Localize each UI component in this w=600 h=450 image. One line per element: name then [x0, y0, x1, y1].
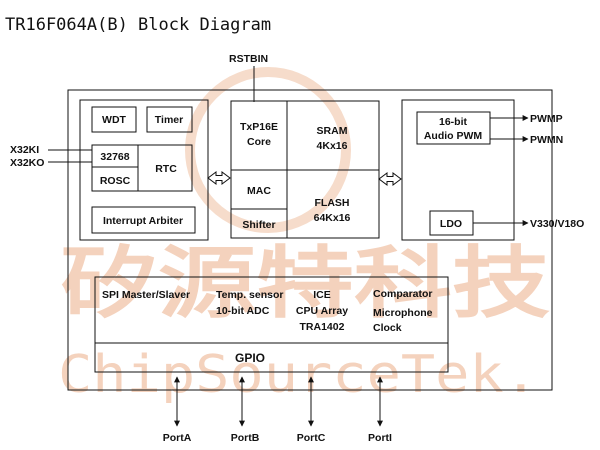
audio-pwm-box: [416, 111, 491, 145]
osc-32768-label: 32768: [100, 151, 129, 163]
portc-label: PortC: [297, 432, 326, 444]
core-block: TxP16E Core SRAM 4Kx16 MAC Shifter FLASH…: [230, 100, 380, 239]
timer-label: Timer: [155, 114, 183, 126]
core-label-1: TxP16E: [240, 121, 278, 133]
pwm-label-2: Audio PWM: [424, 130, 483, 142]
watermark-chinese: 矽源特科技: [60, 239, 550, 329]
right-block-outline: [401, 99, 515, 241]
sram-label-1: SRAM: [317, 125, 348, 137]
ldo-label: LDO: [440, 218, 462, 230]
gpio-label: GPIO: [235, 351, 265, 365]
ports: PortA PortB PortC PortI: [163, 376, 392, 444]
rosc-label: ROSC: [100, 175, 131, 187]
comparator-label: Comparator: [373, 288, 433, 300]
x32ko-label: X32KO: [10, 157, 44, 169]
watermark: 矽源特科技 ChipSourceTek.: [58, 67, 550, 405]
ice-label-3: TRA1402: [300, 321, 345, 333]
spi-label: SPI Master/Slaver: [102, 289, 190, 301]
right-block: 16-bit Audio PWM LDO: [401, 99, 515, 241]
wdt-label: WDT: [102, 114, 126, 126]
flash-label-1: FLASH: [315, 197, 350, 209]
left-core-bus-arrow: [207, 171, 231, 185]
interrupt-label: Interrupt Arbiter: [103, 215, 183, 227]
temp-label-2: 10-bit ADC: [216, 305, 270, 317]
pwmp-label: PWMP: [530, 113, 563, 125]
left-block: WDT Timer 32768 ROSC RTC Interrupt Arbit…: [79, 99, 209, 241]
porti-label: PortI: [368, 432, 392, 444]
v330-label: V330/V18O: [530, 218, 584, 230]
core-right-bus-arrow: [378, 172, 402, 186]
rtc-label: RTC: [155, 163, 177, 175]
core-label-2: Core: [247, 136, 271, 148]
x32ki-label: X32KI: [10, 144, 39, 156]
flash-label-2: 64Kx16: [314, 212, 351, 224]
shifter-label: Shifter: [242, 219, 275, 231]
pwm-label-1: 16-bit: [439, 116, 468, 128]
wdt-box: [91, 106, 137, 133]
microphone-label-1: Microphone: [373, 307, 433, 319]
watermark-logo-ring: [185, 67, 351, 233]
pwmn-label: PWMN: [530, 134, 563, 146]
peripheral-block-outline: [94, 276, 449, 373]
sram-label-2: 4Kx16: [317, 140, 348, 152]
microphone-label-2: Clock: [373, 322, 402, 334]
watermark-english: ChipSourceTek.: [58, 345, 538, 405]
left-block-outline: [79, 99, 209, 241]
portb-label: PortB: [231, 432, 260, 444]
diagram-title: TR16F064A(B) Block Diagram: [5, 15, 271, 35]
interrupt-box: [91, 206, 196, 234]
ice-label-1: ICE: [313, 289, 331, 301]
rstbin-label: RSTBIN: [229, 53, 268, 65]
timer-box: [146, 106, 193, 133]
bottom-block: SPI Master/Slaver Temp. sensor 10-bit AD…: [94, 276, 449, 373]
temp-label-1: Temp. sensor: [216, 289, 284, 301]
ice-label-2: CPU Array: [296, 305, 348, 317]
rtc-group-box: [91, 144, 193, 192]
porta-label: PortA: [163, 432, 192, 444]
mac-label: MAC: [247, 185, 271, 197]
